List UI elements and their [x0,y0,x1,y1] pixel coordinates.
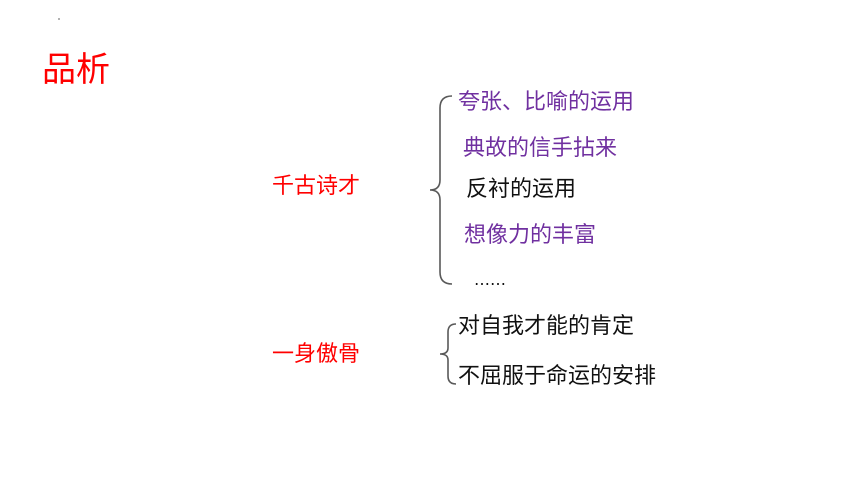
group-label-qiangu: 千古诗才 [272,174,361,199]
item-buqufu: 不屈服于命运的安排 [458,364,657,389]
item-ziwo: 对自我才能的肯定 [458,314,635,339]
item-diangu: 典故的信手拈来 [463,136,618,161]
item-ellipsis: …… [474,270,506,289]
group-label-yishen: 一身傲骨 [272,342,361,367]
left-brace-large [429,95,453,285]
left-brace-small [439,323,457,385]
corner-dot [58,18,60,20]
slide-title: 品析 [42,50,110,90]
item-xiangxiang: 想像力的丰富 [464,223,597,248]
item-kuazhang: 夸张、比喻的运用 [458,90,635,115]
item-fanchen: 反衬的运用 [466,177,577,202]
